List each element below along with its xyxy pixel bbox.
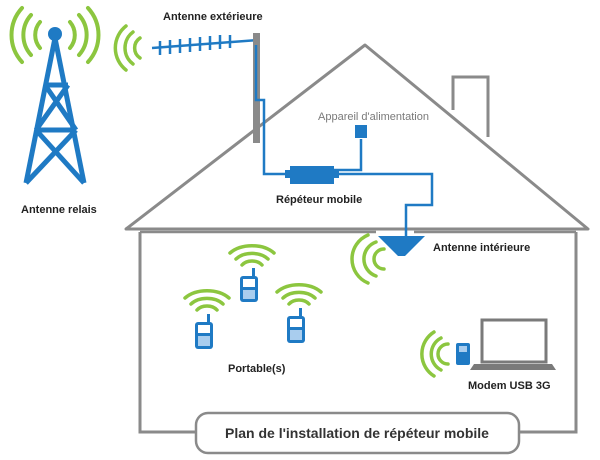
chimney-icon bbox=[451, 75, 490, 137]
laptop-icon bbox=[470, 318, 556, 370]
ceiling-antenna-icon bbox=[350, 233, 425, 285]
power-supply-label: Appareil d'alimentation bbox=[318, 111, 429, 123]
repeater-label: Répéteur mobile bbox=[276, 194, 362, 206]
phones-label: Portable(s) bbox=[228, 363, 286, 375]
house-walls bbox=[138, 232, 196, 434]
house-walls-right bbox=[519, 232, 578, 434]
repeater-icon bbox=[285, 166, 339, 184]
caption-box: Plan de l'installation de répéteur mobil… bbox=[194, 411, 521, 455]
outdoor-antenna-label: Antenne extérieure bbox=[163, 11, 263, 23]
yagi-antenna-icon bbox=[113, 24, 260, 143]
house bbox=[124, 43, 590, 434]
cell-tower-icon bbox=[9, 6, 101, 185]
relay-antenna-label: Antenne relais bbox=[21, 204, 97, 216]
coax-cables bbox=[254, 45, 434, 236]
power-supply-icon bbox=[355, 125, 367, 138]
indoor-antenna-label: Antenne intérieure bbox=[433, 242, 530, 254]
mobile-phone-icon bbox=[183, 289, 231, 349]
mobile-phone-icon bbox=[228, 244, 276, 302]
mobile-phone-icon bbox=[275, 283, 323, 343]
house-roof bbox=[124, 43, 590, 231]
modem-label: Modem USB 3G bbox=[468, 380, 551, 392]
diagram-caption: Plan de l'installation de répéteur mobil… bbox=[225, 425, 489, 441]
usb-modem-icon bbox=[420, 330, 470, 378]
